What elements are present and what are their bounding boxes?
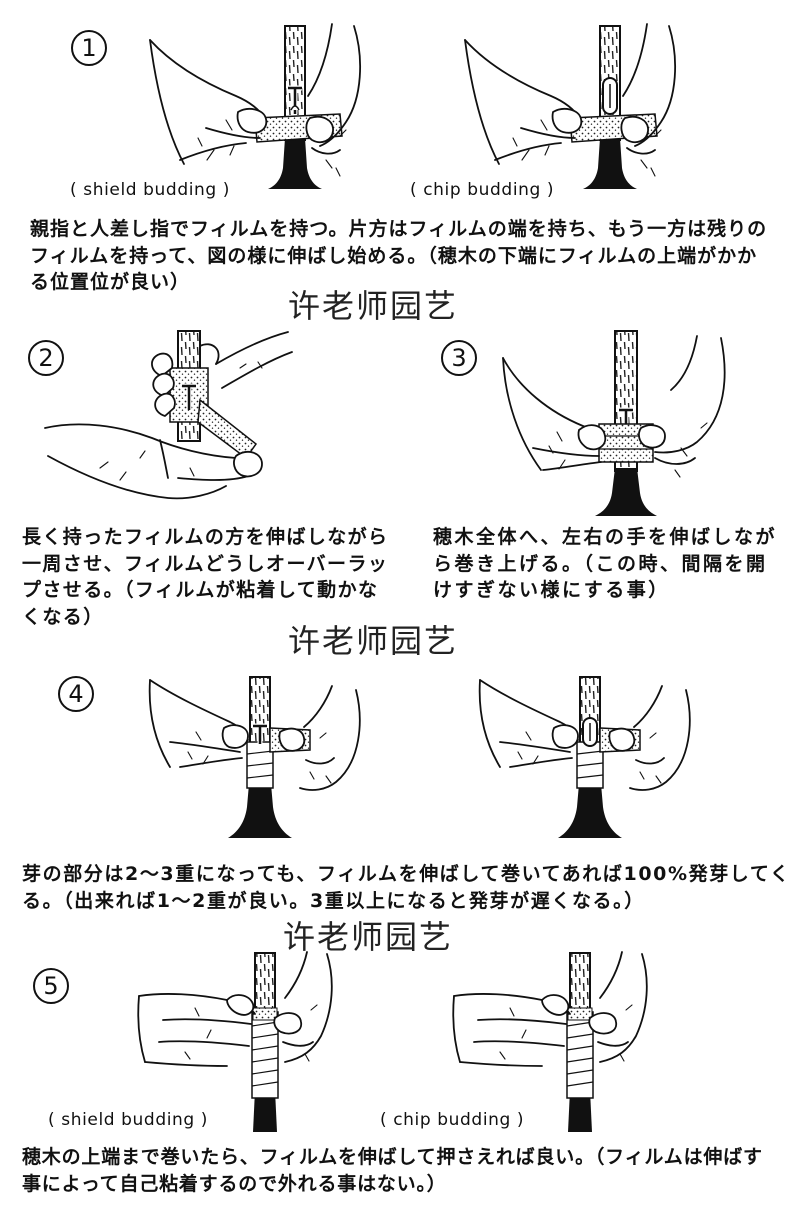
left-hand <box>464 39 583 165</box>
step5-instruction: 穂木の上端まで巻いたら、フィルムを伸ばして押さえれば良い。（フィルムは伸ばす 事… <box>22 1144 763 1197</box>
left-hand <box>452 993 571 1067</box>
step4-chip-budding-illustration <box>478 676 691 838</box>
right-hand <box>305 23 361 177</box>
rootstock <box>595 468 657 516</box>
right-hand <box>588 951 648 1063</box>
step2-text-line: くなる） <box>22 605 104 628</box>
rootstock <box>253 1090 277 1132</box>
wrapped-film <box>246 741 274 789</box>
left-hand <box>502 357 607 471</box>
step5-chip-budding-illustration <box>452 951 648 1132</box>
step1-chip-budding-illustration <box>464 23 676 189</box>
wrapped-film <box>251 1007 279 1099</box>
step-3-number: 3 <box>441 340 477 376</box>
step1-text-line: フィルムを持って、図の様に伸ばし始める。（穂木の下端にフィルムの上端がかか <box>30 244 758 267</box>
back-hand <box>151 331 293 417</box>
chip-bud <box>602 77 618 115</box>
step3-illustration <box>502 330 726 516</box>
step4-text-line: る。（出来れば1～2重が良い。3重以上になると発芽が遅くなる。） <box>22 889 645 912</box>
step2-illustration <box>44 330 293 500</box>
step2-text-line: 長く持ったフィルムの方を伸ばしながら <box>22 526 389 548</box>
step3-instruction: 穂木全体へ、左右の手を伸ばしなが ら巻き上げる。（この時、間隔を開 けすぎない様… <box>433 524 777 604</box>
shield-bud <box>253 723 267 744</box>
right-hand <box>273 951 333 1063</box>
step5-shield-budding-label: ( shield budding ) <box>48 1110 209 1130</box>
step-2-number: 2 <box>28 340 64 376</box>
left-hand <box>478 679 579 768</box>
step5-shield-budding-illustration <box>137 951 333 1132</box>
stretched-film <box>197 398 258 460</box>
watermark: 许老师园艺 <box>288 622 459 660</box>
step5-text-line: 事によって自己粘着するので外れる事はない。） <box>22 1172 447 1195</box>
step1-instruction: 親指と人差し指でフィルムを持つ。片方はフィルムの端を持ち、もう一方は残りの フィ… <box>30 216 767 296</box>
step3-text-line: ら巻き上げる。（この時、間隔を開 <box>433 552 768 575</box>
rootstock <box>228 772 292 838</box>
left-hand <box>149 39 268 165</box>
step4-shield-budding-illustration <box>148 676 361 838</box>
step1-text-line: る位置位が良い） <box>30 271 191 294</box>
right-hand <box>278 685 361 791</box>
step3-text-line: けすぎない様にする事） <box>433 579 670 602</box>
shield-bud <box>288 85 302 114</box>
left-hand <box>148 679 249 768</box>
step4-text-line: 芽の部分は2～3重になっても、フィルムを伸ばして巻いてあれば100%発芽してく <box>22 863 791 885</box>
step5-text-line: 穂木の上端まで巻いたら、フィルムを伸ばして押さえれば良い。（フィルムは伸ばす <box>22 1146 763 1168</box>
wrapped-film <box>576 741 604 789</box>
step1-chip-budding-label: ( chip budding ) <box>410 180 555 200</box>
step2-text-line: プさせる。（フィルムが粘着して動かな <box>22 579 379 602</box>
step2-instruction: 長く持ったフィルムの方を伸ばしながら 一周させ、フィルムどうしオーバーラッ プさ… <box>22 524 388 630</box>
front-hand <box>44 423 263 500</box>
wrapped-film <box>566 1007 594 1099</box>
step4-instruction: 芽の部分は2～3重になっても、フィルムを伸ばして巻いてあれば100%発芽してく … <box>22 861 790 914</box>
step2-text-line: 一周させ、フィルムどうしオーバーラッ <box>22 552 389 575</box>
step1-shield-budding-label: ( shield budding ) <box>70 180 231 200</box>
step5-chip-budding-label: ( chip budding ) <box>380 1110 525 1130</box>
chip-bud <box>582 717 598 747</box>
step-5-number: 5 <box>33 968 69 1004</box>
shield-bud <box>182 383 196 410</box>
step1-text-line: 親指と人差し指でフィルムを持つ。片方はフィルムの端を持ち、もう一方は残りの <box>30 218 768 240</box>
rootstock <box>568 1090 592 1132</box>
right-hand <box>620 23 676 177</box>
right-hand <box>638 335 726 478</box>
rootstock <box>583 138 637 189</box>
step3-text-line: 穂木全体へ、左右の手を伸ばしなが <box>433 526 778 548</box>
watermark: 许老师园艺 <box>288 287 459 325</box>
left-hand <box>137 993 256 1067</box>
rootstock <box>268 138 322 189</box>
step1-shield-budding-illustration <box>149 23 361 189</box>
right-hand <box>608 685 691 791</box>
step-1-number: 1 <box>71 30 107 66</box>
rootstock <box>558 772 622 838</box>
watermark: 许老师园艺 <box>283 918 454 956</box>
step-4-number: 4 <box>58 676 94 712</box>
